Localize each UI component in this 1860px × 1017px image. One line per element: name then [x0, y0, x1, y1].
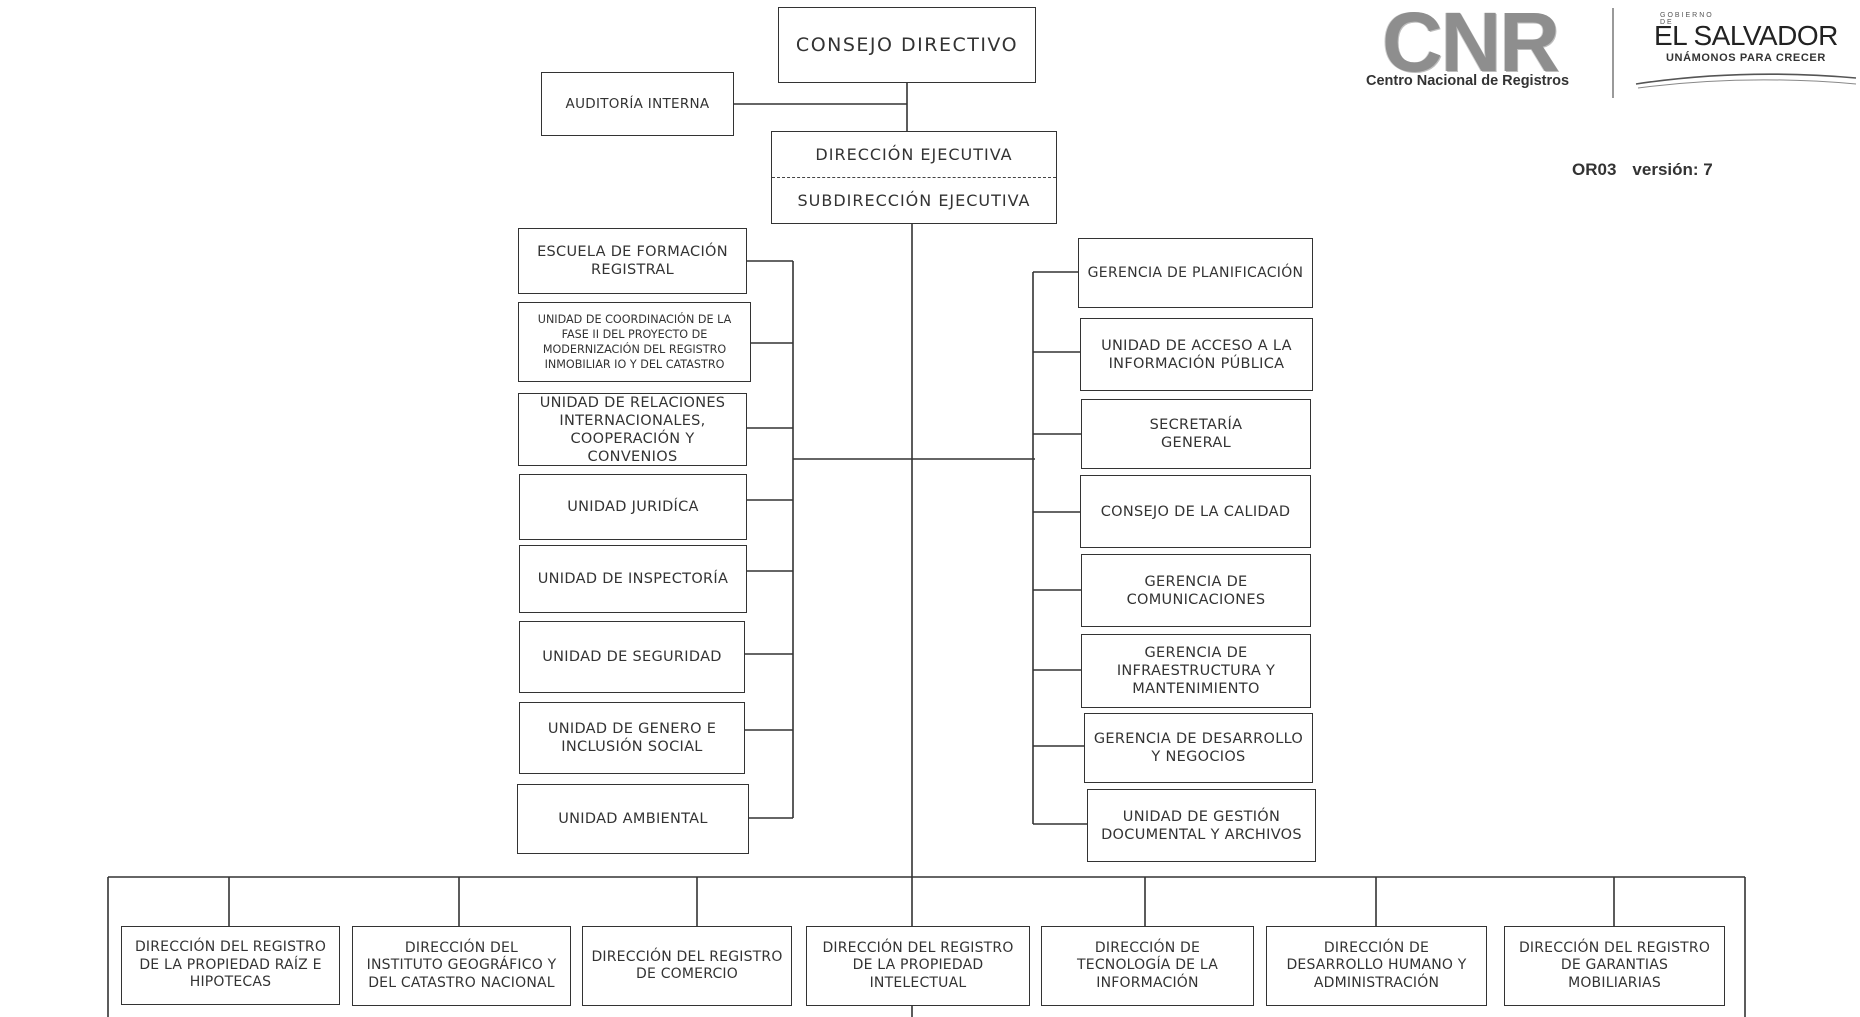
left-unit-label: UNIDAD DE SEGURIDAD [542, 649, 722, 665]
left-unit-label: UNIDAD JURIDÍCA [567, 499, 699, 515]
left-unit-box: UNIDAD DE COORDINACIÓN DE LA FASE II DEL… [518, 302, 751, 382]
left-unit-box: UNIDAD DE RELACIONES INTERNACIONALES, CO… [518, 393, 747, 466]
cnr-logo-subtitle: Centro Nacional de Registros [1366, 73, 1570, 89]
left-unit-label: UNIDAD AMBIENTAL [558, 811, 708, 827]
right-unit-box: GERENCIA DE COMUNICACIONES [1081, 554, 1311, 627]
direction-label: DIRECCIÓN DE DESARROLLO HUMANO Y ADMINIS… [1286, 939, 1467, 991]
right-unit-box: GERENCIA DE INFRAESTRUCTURA Y MANTENIMIE… [1081, 634, 1311, 708]
direction-label: DIRECCIÓN DEL REGISTRO DE GARANTIAS MOBI… [1518, 939, 1711, 991]
auditoria-interna-label: AUDITORÍA INTERNA [565, 96, 710, 112]
direction-box: DIRECCIÓN DE DESARROLLO HUMANO Y ADMINIS… [1266, 926, 1487, 1006]
direction-label: DIRECCIÓN DEL INSTITUTO GEOGRÁFICO Y DEL… [366, 939, 557, 991]
right-unit-label: GERENCIA DE PLANIFICACIÓN [1087, 265, 1304, 281]
direction-box: DIRECCIÓN DEL REGISTRO DE GARANTIAS MOBI… [1504, 926, 1725, 1006]
left-unit-label: ESCUELA DE FORMACIÓN REGISTRAL [537, 244, 728, 278]
direction-label: DIRECCIÓN DEL REGISTRO DE LA PROPIEDAD R… [134, 939, 327, 991]
direction-label: DIRECCIÓN DEL REGISTRO DE LA PROPIEDAD I… [822, 939, 1014, 991]
left-unit-label: UNIDAD DE RELACIONES INTERNACIONALES, CO… [539, 394, 726, 465]
direccion-ejecutiva-label: DIRECCIÓN EJECUTIVA [815, 144, 1013, 164]
left-unit-box: UNIDAD DE SEGURIDAD [519, 621, 745, 693]
document-code: OR03 versión: 7 [1572, 160, 1713, 180]
direccion-ejecutiva-box: DIRECCIÓN EJECUTIVA SUBDIRECCIÓN EJECUTI… [771, 131, 1057, 224]
direction-label: DIRECCIÓN DEL REGISTRO DE COMERCIO [591, 948, 783, 983]
right-unit-label: CONSEJO DE LA CALIDAD [1100, 503, 1291, 520]
direction-box: DIRECCIÓN DEL REGISTRO DE LA PROPIEDAD I… [806, 926, 1030, 1006]
right-unit-box: GERENCIA DE PLANIFICACIÓN [1078, 238, 1313, 308]
direction-label: DIRECCIÓN DE TECNOLOGÍA DE LA INFORMACIÓ… [1077, 939, 1218, 991]
cnr-logo-letters: CNR [1382, 0, 1560, 89]
left-unit-box: UNIDAD AMBIENTAL [517, 784, 749, 854]
left-unit-label: UNIDAD DE COORDINACIÓN DE LA FASE II DEL… [537, 313, 732, 371]
right-unit-box: SECRETARÍA GENERAL [1081, 399, 1311, 469]
right-unit-box: GERENCIA DE DESARROLLO Y NEGOCIOS [1084, 713, 1313, 783]
right-unit-label: GERENCIA DE DESARROLLO Y NEGOCIOS [1093, 731, 1304, 765]
left-unit-label: UNIDAD DE GENERO E INCLUSIÓN SOCIAL [547, 721, 717, 755]
right-unit-label: GERENCIA DE INFRAESTRUCTURA Y MANTENIMIE… [1116, 645, 1276, 697]
direction-box: DIRECCIÓN DE TECNOLOGÍA DE LA INFORMACIÓ… [1041, 926, 1254, 1006]
left-unit-box: UNIDAD DE GENERO E INCLUSIÓN SOCIAL [519, 702, 745, 774]
left-unit-box: UNIDAD JURIDÍCA [519, 474, 747, 540]
right-unit-label: UNIDAD DE ACCESO A LA INFORMACIÓN PÚBLIC… [1101, 337, 1292, 372]
right-unit-label: SECRETARÍA GENERAL [1149, 417, 1243, 451]
gobierno-small-text: GOBIERNO DE [1660, 12, 1714, 26]
right-unit-box: CONSEJO DE LA CALIDAD [1080, 475, 1311, 548]
left-unit-box: UNIDAD DE INSPECTORÍA [519, 545, 747, 613]
consejo-directivo-box: CONSEJO DIRECTIVO [778, 7, 1036, 83]
gobierno-main-text: EL SALVADOR [1654, 20, 1838, 51]
dashed-divider [772, 177, 1056, 178]
left-unit-box: ESCUELA DE FORMACIÓN REGISTRAL [518, 228, 747, 294]
subdireccion-ejecutiva-label: SUBDIRECCIÓN EJECUTIVA [797, 190, 1031, 210]
document-version: versión: 7 [1632, 160, 1713, 179]
gobierno-swoosh-icon [1635, 73, 1857, 89]
right-unit-label: UNIDAD DE GESTIÓN DOCUMENTAL Y ARCHIVOS [1101, 808, 1302, 843]
direction-box: DIRECCIÓN DEL INSTITUTO GEOGRÁFICO Y DEL… [352, 926, 571, 1006]
gobierno-tagline: UNÁMONOS PARA CRECER [1666, 52, 1826, 64]
document-code-id: OR03 [1572, 160, 1617, 179]
auditoria-interna-box: AUDITORÍA INTERNA [541, 72, 734, 136]
right-unit-box: UNIDAD DE GESTIÓN DOCUMENTAL Y ARCHIVOS [1087, 789, 1316, 862]
left-unit-label: UNIDAD DE INSPECTORÍA [537, 571, 729, 587]
consejo-directivo-label: CONSEJO DIRECTIVO [795, 34, 1019, 56]
direction-box: DIRECCIÓN DEL REGISTRO DE COMERCIO [582, 926, 792, 1006]
right-unit-box: UNIDAD DE ACCESO A LA INFORMACIÓN PÚBLIC… [1080, 318, 1313, 391]
direction-box: DIRECCIÓN DEL REGISTRO DE LA PROPIEDAD R… [121, 926, 340, 1005]
right-unit-label: GERENCIA DE COMUNICACIONES [1126, 573, 1266, 608]
logo-divider [1612, 8, 1614, 98]
